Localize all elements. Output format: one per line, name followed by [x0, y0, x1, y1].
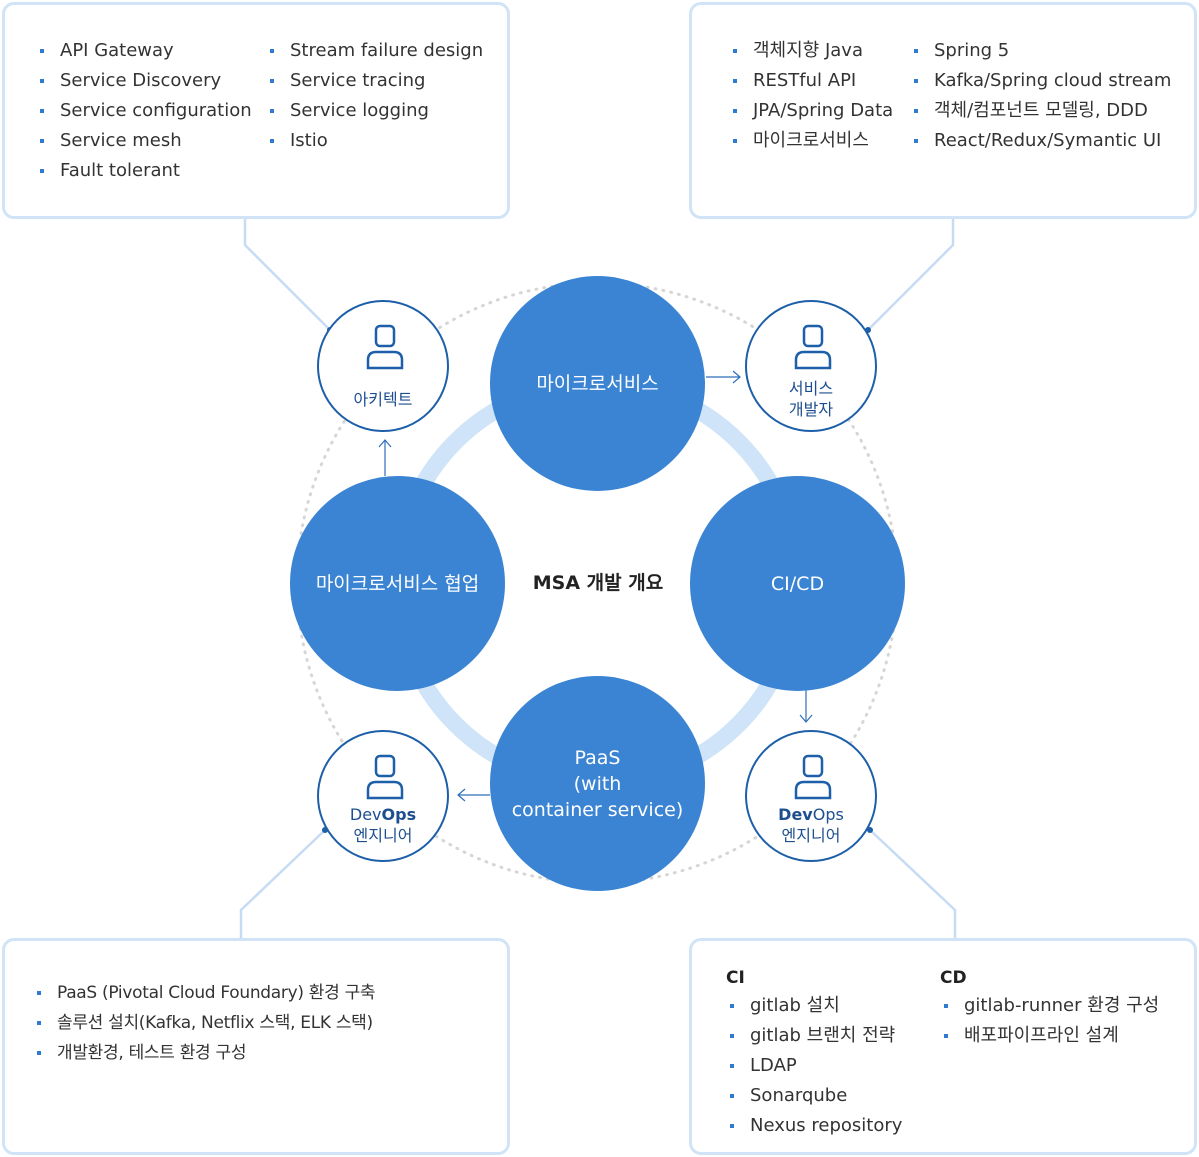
list-item: Stream failure design	[266, 36, 483, 66]
paas-devops-tasks-box: PaaS (Pivotal Cloud Foundary) 환경 구축 솔루션 …	[2, 938, 510, 1155]
role-service-developer-label-line1: 서비스	[788, 379, 834, 398]
role-architect-label: 아키텍트	[353, 390, 413, 409]
list-item: Spring 5	[910, 36, 1171, 66]
role-devops-right-sub: 엔지니어	[781, 826, 841, 845]
cicd-devops-tasks-box: CI gitlab 설치 gitlab 브랜치 전략 LDAP Sonarqub…	[689, 938, 1197, 1155]
role-devops-left-sub: 엔지니어	[353, 826, 413, 845]
list-item: 배포파이프라인 설계	[940, 1021, 1159, 1051]
role-devops-engineer-left: DevOps 엔지니어	[317, 730, 449, 862]
service-dev-skills-col2: Spring 5 Kafka/Spring cloud stream 객체/컴포…	[910, 36, 1171, 156]
connector-bottom-right	[869, 829, 957, 938]
connector-dot	[867, 827, 873, 833]
architect-skills-col1: API Gateway Service Discovery Service co…	[36, 36, 252, 186]
cd-title: CD	[940, 968, 967, 988]
devops-dev-text: Dev	[778, 805, 813, 824]
connector-top-left	[243, 217, 331, 331]
list-item: LDAP	[726, 1051, 902, 1081]
connector-top-right	[867, 217, 955, 331]
list-item: Service mesh	[36, 126, 252, 156]
list-item: Nexus repository	[726, 1111, 902, 1141]
list-item: Istio	[266, 126, 483, 156]
node-paas: PaaS (with container service)	[490, 676, 705, 891]
role-devops-engineer-right: DevOps 엔지니어	[745, 730, 877, 862]
person-icon	[794, 754, 832, 800]
list-item: JPA/Spring Data	[729, 96, 893, 126]
person-icon	[366, 754, 404, 800]
list-item: 마이크로서비스	[729, 126, 893, 156]
node-paas-label-line1: PaaS	[574, 746, 621, 769]
node-microservice: 마이크로서비스	[490, 276, 705, 491]
list-item: React/Redux/Symantic UI	[910, 126, 1171, 156]
list-item: Service Discovery	[36, 66, 252, 96]
list-item: Kafka/Spring cloud stream	[910, 66, 1171, 96]
list-item: Service logging	[266, 96, 483, 126]
role-service-developer: 서비스 개발자	[745, 300, 877, 432]
diagram-center-title: MSA 개발 개요	[532, 572, 664, 594]
list-item: gitlab 설치	[726, 991, 902, 1021]
ci-title: CI	[726, 968, 745, 988]
role-architect: 아키텍트	[317, 300, 449, 432]
service-dev-skills-col1: 객체지향 Java RESTful API JPA/Spring Data 마이…	[729, 36, 893, 156]
list-item: API Gateway	[36, 36, 252, 66]
node-cicd: CI/CD	[690, 476, 905, 691]
node-paas-label-line2: (with	[573, 772, 622, 795]
person-icon	[366, 324, 404, 370]
role-service-developer-label-line2: 개발자	[788, 400, 834, 419]
list-item: RESTful API	[729, 66, 893, 96]
devops-ops-text: Ops	[381, 805, 417, 824]
list-item: gitlab 브랜치 전략	[726, 1021, 902, 1051]
list-item: Service configuration	[36, 96, 252, 126]
architect-skills-col2: Stream failure design Service tracing Se…	[266, 36, 483, 156]
list-item: PaaS (Pivotal Cloud Foundary) 환경 구축	[33, 978, 376, 1008]
list-item: gitlab-runner 환경 구성	[940, 991, 1159, 1021]
list-item: Sonarqube	[726, 1081, 902, 1111]
devops-dev-text: Dev	[349, 805, 382, 824]
cd-column: CD gitlab-runner 환경 구성 배포파이프라인 설계	[940, 965, 1159, 1051]
architect-skills-box: API Gateway Service Discovery Service co…	[2, 2, 510, 219]
node-cicd-label: CI/CD	[770, 572, 825, 595]
paas-devops-tasks-list: PaaS (Pivotal Cloud Foundary) 환경 구축 솔루션 …	[33, 978, 376, 1068]
connector-bottom-left	[239, 829, 326, 938]
node-paas-label-line3: container service)	[511, 798, 684, 821]
list-item: 객체지향 Java	[729, 36, 893, 66]
role-devops-right-title: DevOps	[747, 804, 875, 825]
list-item: 객체/컴포넌트 모델링, DDD	[910, 96, 1171, 126]
list-item: 개발환경, 테스트 환경 구성	[33, 1038, 375, 1068]
list-item: Fault tolerant	[36, 156, 252, 186]
service-dev-skills-box: 객체지향 Java RESTful API JPA/Spring Data 마이…	[689, 2, 1197, 219]
list-item: 솔루션 설치(Kafka, Netflix 스택, ELK 스택)	[33, 1008, 375, 1038]
person-icon	[794, 324, 832, 370]
node-collab: 마이크로서비스 협업	[290, 476, 505, 691]
node-collab-label: 마이크로서비스 협업	[315, 572, 480, 595]
node-microservice-label: 마이크로서비스	[536, 372, 659, 395]
role-devops-left-title: DevOps	[319, 804, 447, 825]
list-item: Service tracing	[266, 66, 483, 96]
devops-ops-text: Ops	[812, 805, 844, 824]
ci-column: CI gitlab 설치 gitlab 브랜치 전략 LDAP Sonarqub…	[726, 965, 902, 1141]
